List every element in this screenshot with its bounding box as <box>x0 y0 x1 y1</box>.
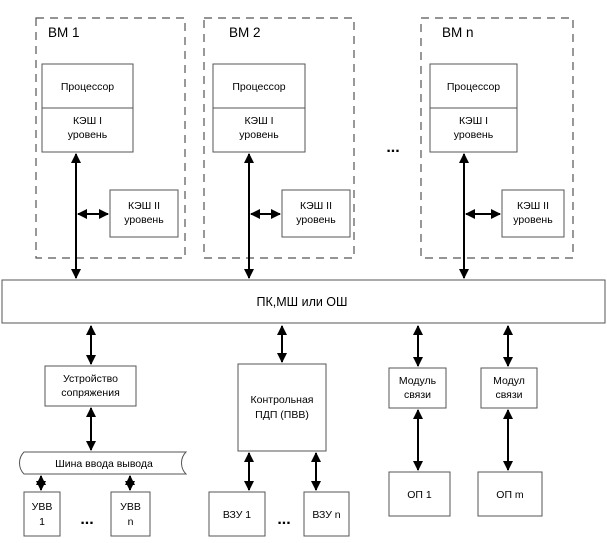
vm-n-cache2-line1: КЭШ II <box>517 200 549 212</box>
vm-1-cache1-line1: КЭШ I <box>73 115 102 127</box>
main-bus-label: ПК,МШ или ОШ <box>257 295 348 309</box>
vm-2-cache2-block <box>281 189 351 238</box>
io-device-1-line2: 1 <box>39 516 45 528</box>
vm-n-cache2-line2: уровень <box>513 214 553 226</box>
memory-m-label: ОП m <box>496 489 524 501</box>
comm-module-1-line1: Модуль <box>399 375 437 387</box>
vm-n-processor-label: Процессор <box>447 81 500 93</box>
comm-module-2-line1: Модул <box>493 375 525 387</box>
main-bus <box>1 279 606 324</box>
ext-storage-1-label: ВЗУ 1 <box>223 509 251 521</box>
vm-1-cache1-line2: уровень <box>68 129 108 141</box>
dma-line1: Контрольная <box>251 394 314 406</box>
vm-1-title: ВМ 1 <box>48 25 80 40</box>
vm-n-cache1-line1: КЭШ I <box>459 115 488 127</box>
ext-storage-ellipsis: ... <box>277 511 290 528</box>
vm-n-cache2-block <box>501 189 565 238</box>
dma-line2: ПДП (ПВВ) <box>255 409 309 421</box>
comm-module-1 <box>388 367 447 409</box>
vm-n-title: ВМ n <box>442 25 474 40</box>
io-device-1 <box>23 491 61 537</box>
vm-1-cache2-block <box>109 189 179 238</box>
vm-1-frame <box>35 17 186 259</box>
interface-line2: сопряжения <box>61 387 120 399</box>
dma-controller <box>237 363 327 452</box>
memory-1 <box>388 471 451 517</box>
comm-module-1-line2: связи <box>404 389 431 401</box>
ext-storage-n-label: ВЗУ n <box>312 509 340 521</box>
vm-1-cache2-line1: КЭШ II <box>128 200 160 212</box>
interface-line1: Устройство <box>63 373 118 385</box>
vm-1-cache2-line2: уровень <box>124 214 164 226</box>
memory-m <box>477 471 543 517</box>
io-device-n <box>110 491 151 537</box>
io-device-n-line1: УВВ <box>120 501 141 513</box>
vm-2-title: ВМ 2 <box>229 25 261 40</box>
vm-2-cache2-line1: КЭШ II <box>300 200 332 212</box>
vm-2-cache1-line1: КЭШ I <box>244 115 273 127</box>
io-device-n-line2: n <box>128 516 134 528</box>
io-ellipsis: ... <box>80 511 93 528</box>
io-bus-label: Шина ввода вывода <box>55 458 153 470</box>
vm-ellipsis: ... <box>386 139 399 156</box>
interface-device <box>44 365 137 407</box>
vm-2-cache2-line2: уровень <box>296 214 336 226</box>
comm-module-2 <box>480 367 538 409</box>
ext-storage-1 <box>208 491 266 537</box>
io-bus <box>19 451 188 475</box>
vm-2: ВМ 2 Процессор КЭШ I уровень КЭШ II уров… <box>203 17 355 279</box>
comm-module-2-line2: связи <box>495 389 522 401</box>
vm-n: ВМ n Процессор КЭШ I уровень КЭШ II уров… <box>420 17 574 279</box>
vm-2-cache1-line2: уровень <box>239 129 279 141</box>
vm-1-processor-label: Процессор <box>61 81 114 93</box>
ext-storage-n <box>303 491 350 537</box>
vm-n-cache1-line2: уровень <box>454 129 494 141</box>
vm-n-frame <box>420 17 574 259</box>
memory-1-label: ОП 1 <box>407 489 432 501</box>
vm-2-processor-label: Процессор <box>232 81 285 93</box>
vm-2-frame <box>203 17 355 259</box>
vm-1: ВМ 1 Процессор КЭШ I уровень КЭШ II уров… <box>35 17 186 279</box>
io-device-1-line1: УВВ <box>32 501 53 513</box>
